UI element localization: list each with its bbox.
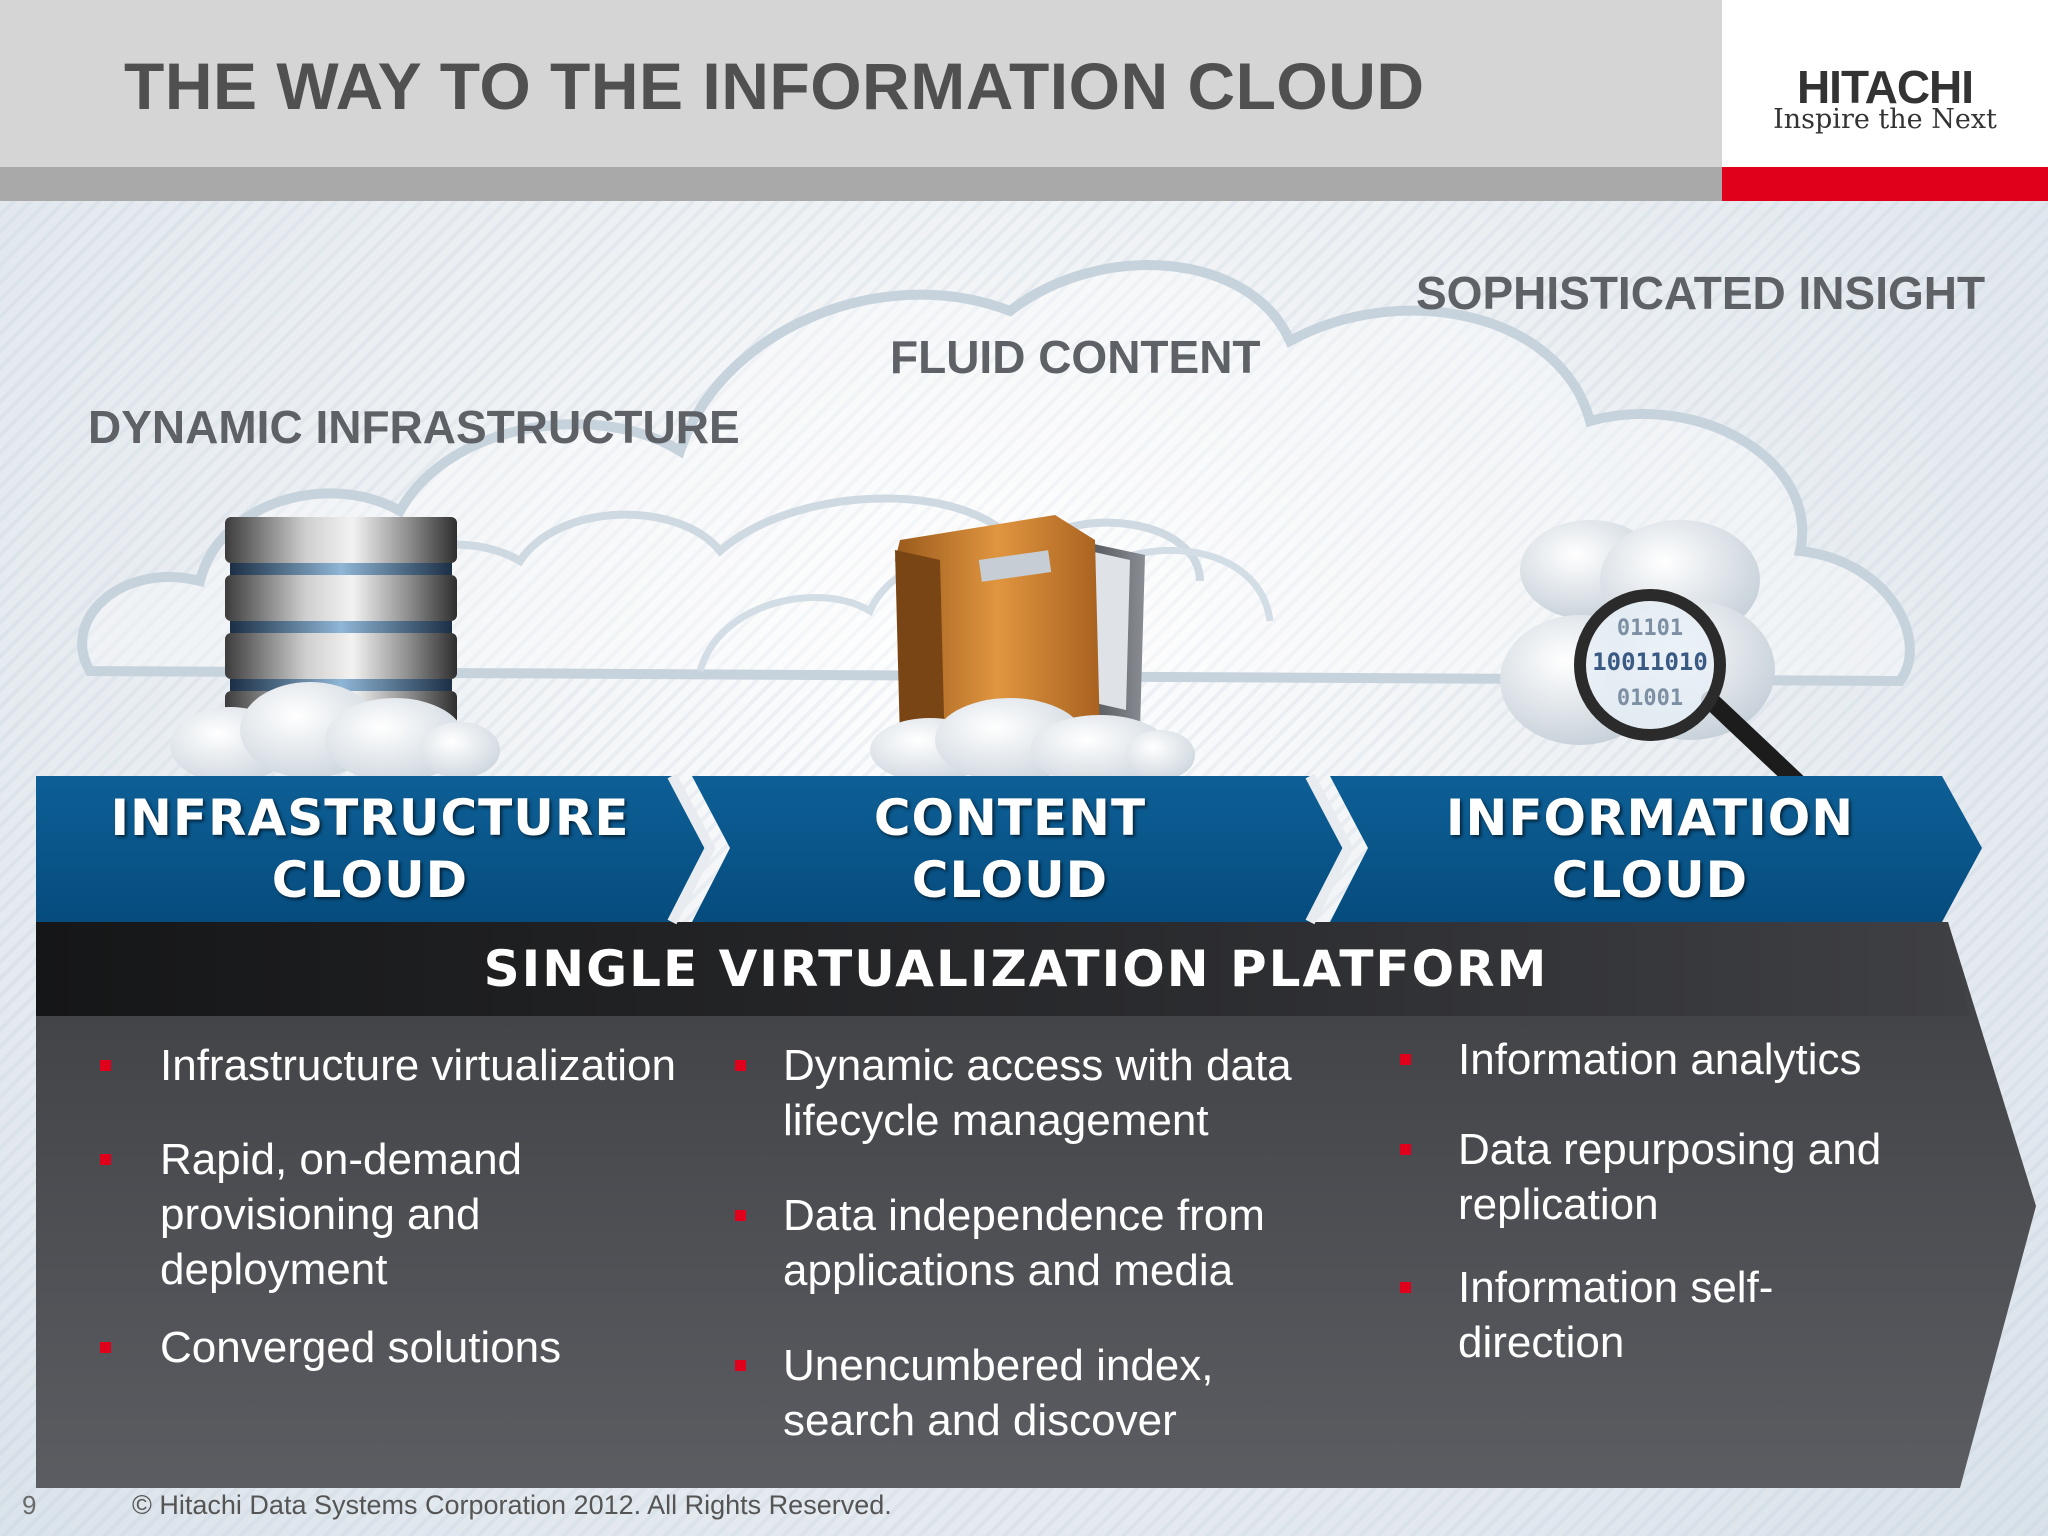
column-infrastructure: Infrastructure virtualization Rapid, on-…	[100, 1038, 720, 1380]
logo-red-bar	[1722, 167, 2048, 201]
bullet-item: Rapid, on-demand provisioning and deploy…	[100, 1132, 720, 1320]
information-cloud-title: INFORMATION CLOUD	[1360, 787, 1940, 911]
stage-label-dynamic-infrastructure: DYNAMIC INFRASTRUCTURE	[88, 401, 740, 453]
bullet-marker	[735, 1060, 746, 1071]
folder-icon	[870, 515, 1195, 785]
bullet-text: Data repurposing and replication	[1458, 1125, 1882, 1229]
bullet-marker	[1400, 1054, 1411, 1065]
information-cloud-line2: CLOUD	[1551, 851, 1749, 909]
bullet-marker	[100, 1060, 111, 1071]
stage-label-fluid-content: FLUID CONTENT	[890, 331, 1261, 383]
content-cloud-title: CONTENT CLOUD	[720, 787, 1300, 911]
database-icon	[170, 517, 500, 780]
platform-panel	[36, 922, 2036, 1488]
cloud-arrows	[36, 773, 1982, 925]
bullet-marker	[100, 1154, 111, 1165]
header-strip	[0, 167, 1722, 201]
magnifier-digits-1: 01101	[1617, 616, 1683, 641]
bullet-item: Information analytics	[1400, 1032, 1938, 1122]
bullet-text: Infrastructure virtualization	[160, 1041, 676, 1090]
hitachi-logo	[1722, 0, 2048, 167]
information-cloud-line1: INFORMATION	[1445, 789, 1855, 847]
bullet-text: Converged solutions	[160, 1323, 562, 1372]
bullet-item: Converged solutions	[100, 1320, 720, 1380]
header-bar	[0, 0, 1722, 167]
infrastructure-cloud-title: INFRASTRUCTURE CLOUD	[60, 787, 680, 911]
infrastructure-cloud-line2: CLOUD	[271, 851, 469, 909]
platform-title: SINGLE VIRTUALIZATION PLATFORM	[483, 940, 1549, 998]
bullet-item: Data independence from applications and …	[735, 1188, 1343, 1338]
bullet-item: Data repurposing and replication	[1400, 1122, 1938, 1260]
column-information: Information analytics Data repurposing a…	[1400, 1032, 1938, 1380]
logo-tagline: Inspire the Next	[1773, 104, 1997, 135]
magnifier-digits-3: 01001	[1617, 686, 1683, 711]
bullet-marker	[735, 1360, 746, 1371]
magnifier-digits-2: 10011010	[1592, 648, 1708, 676]
bullet-item: Infrastructure virtualization	[100, 1038, 720, 1132]
bullet-item: Unencumbered index, search and discover	[735, 1338, 1343, 1458]
page-number: 9	[22, 1490, 37, 1520]
page-title: THE WAY TO THE INFORMATION CLOUD	[124, 49, 1425, 123]
bullet-text: Dynamic access with data lifecycle manag…	[783, 1041, 1292, 1145]
bullet-text: Unencumbered index, search and discover	[783, 1341, 1214, 1445]
bullet-marker	[100, 1342, 111, 1353]
bullet-item: Information self-direction	[1400, 1260, 1938, 1380]
magnifier-icon: 01101 10011010 01001	[1500, 520, 1809, 790]
bullet-text: Data independence from applications and …	[783, 1191, 1265, 1295]
bullet-text: Rapid, on-demand provisioning and deploy…	[160, 1135, 523, 1294]
copyright-notice: © Hitachi Data Systems Corporation 2012.…	[132, 1490, 892, 1520]
infrastructure-cloud-line1: INFRASTRUCTURE	[110, 789, 630, 847]
bullet-marker	[1400, 1282, 1411, 1293]
bullet-marker	[735, 1210, 746, 1221]
stage-label-sophisticated-insight: SOPHISTICATED INSIGHT	[1416, 267, 1986, 319]
logo-name: HITACHI	[1796, 61, 1974, 113]
bullet-marker	[1400, 1144, 1411, 1155]
content-cloud-line1: CONTENT	[873, 789, 1147, 847]
bullet-item: Dynamic access with data lifecycle manag…	[735, 1038, 1343, 1188]
bullet-text: Information self-direction	[1458, 1263, 1774, 1367]
column-content: Dynamic access with data lifecycle manag…	[735, 1038, 1343, 1458]
bullet-text: Information analytics	[1458, 1035, 1862, 1084]
content-cloud-line2: CLOUD	[911, 851, 1109, 909]
